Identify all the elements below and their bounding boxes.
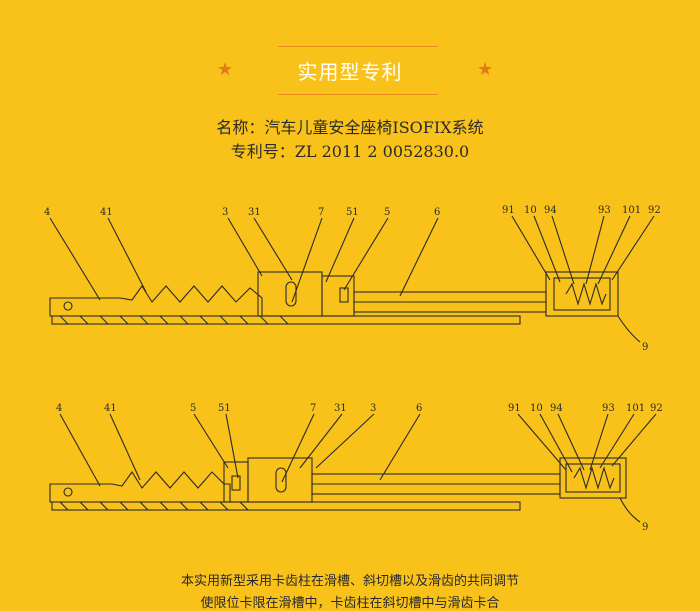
fig2-label-94: 94 xyxy=(550,403,563,414)
spring-icon xyxy=(573,466,615,490)
lock-pin xyxy=(231,475,241,491)
title-rule-bottom xyxy=(278,94,438,95)
lock-pin xyxy=(339,287,349,303)
base-rail xyxy=(51,315,521,325)
toothed-arm xyxy=(49,285,263,317)
star-icon-left: ★ xyxy=(217,59,234,80)
slide-slot xyxy=(275,467,287,493)
fig1-label-93: 93 xyxy=(598,205,611,216)
spring-housing xyxy=(545,271,619,317)
fig1-label-9: 9 xyxy=(642,342,648,353)
star-icon-right: ★ xyxy=(477,59,494,80)
mount-hole xyxy=(63,301,73,311)
fig2-label-93: 93 xyxy=(602,403,615,414)
fig2-label-101: 101 xyxy=(626,403,645,414)
toothed-arm xyxy=(49,471,231,503)
fig1-label-41: 41 xyxy=(100,207,113,218)
slider-block xyxy=(257,271,323,317)
fig1-label-6: 6 xyxy=(434,207,440,218)
base-rail xyxy=(51,501,521,511)
fig2-label-92: 92 xyxy=(650,403,663,414)
fig1-label-10: 10 xyxy=(524,205,537,216)
fig2-label-31: 31 xyxy=(334,403,347,414)
figure-1: 4 41 3 31 7 51 5 6 91 10 94 93 101 92 9 xyxy=(44,205,661,353)
fig1-label-5: 5 xyxy=(384,207,390,218)
fig2-label-91: 91 xyxy=(508,403,521,414)
leader-lines xyxy=(49,215,655,343)
mount-hole xyxy=(63,487,73,497)
fig1-label-7: 7 xyxy=(318,207,324,218)
fig1-label-94: 94 xyxy=(544,205,557,216)
fig1-label-51: 51 xyxy=(346,207,359,218)
spring-housing xyxy=(559,457,627,499)
header: ★ 实用型专利 ★ xyxy=(0,0,700,100)
fig2-label-10: 10 xyxy=(530,403,543,414)
slide-slot xyxy=(285,281,297,307)
fig1-label-4: 4 xyxy=(44,207,50,218)
description-line-1: 本实用新型采用卡齿柱在滑槽、斜切槽以及滑齿的共同调节 xyxy=(180,574,519,589)
page-title: 实用型专利 xyxy=(297,60,403,84)
fig2-label-6: 6 xyxy=(416,403,422,414)
spring-icon xyxy=(565,282,607,306)
fig2-label-51: 51 xyxy=(218,403,231,414)
title-rule-top xyxy=(278,46,438,47)
patent-name: 名称：汽车儿童安全座椅ISOFIX系统 xyxy=(216,118,484,137)
fig2-label-41: 41 xyxy=(104,403,117,414)
description-line-2: 使限位卡限在滑槽中，卡齿柱在斜切槽中与滑齿卡合 xyxy=(200,596,500,611)
fig1-label-91: 91 xyxy=(502,205,515,216)
fig2-label-3: 3 xyxy=(370,403,376,414)
leader-lines xyxy=(59,413,657,523)
fig2-label-9: 9 xyxy=(642,522,648,533)
fig2-label-5: 5 xyxy=(190,403,196,414)
fig2-label-4: 4 xyxy=(56,403,62,414)
fig1-label-92: 92 xyxy=(648,205,661,216)
fig1-label-31: 31 xyxy=(248,207,261,218)
figure-2: 4 41 5 51 7 31 3 6 91 10 94 93 101 92 9 xyxy=(49,403,663,533)
fig1-label-101: 101 xyxy=(622,205,641,216)
fig1-label-3: 3 xyxy=(222,207,228,218)
patent-number: 专利号：ZL 2011 2 0052830.0 xyxy=(230,142,470,161)
fig2-label-7: 7 xyxy=(310,403,316,414)
